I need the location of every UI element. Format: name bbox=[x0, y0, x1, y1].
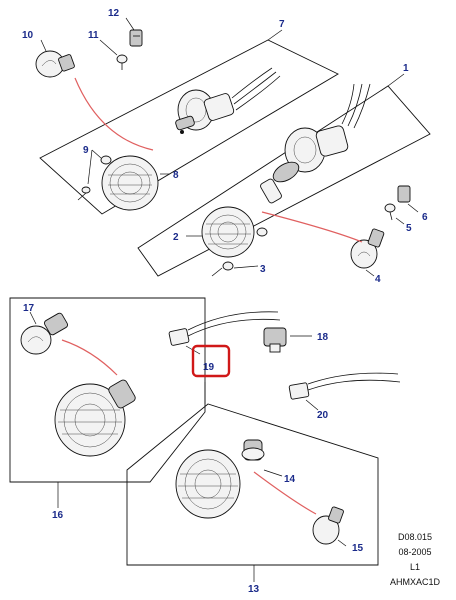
callout-19[interactable]: 19 bbox=[203, 362, 215, 373]
callout-14[interactable]: 14 bbox=[284, 474, 296, 485]
assembly-panel-7 bbox=[39, 39, 339, 215]
lamp-holder-7 bbox=[175, 67, 281, 134]
screw-9 bbox=[77, 155, 112, 201]
side-lamp-13 bbox=[175, 449, 241, 519]
clip-12 bbox=[129, 29, 143, 47]
bulb-10 bbox=[35, 50, 75, 78]
assembly-panel-16 bbox=[9, 297, 206, 483]
callout-18[interactable]: 18 bbox=[317, 332, 329, 343]
bulb-17 bbox=[20, 312, 69, 355]
screw-5 bbox=[384, 203, 396, 221]
connector-19 bbox=[168, 311, 281, 346]
callout-15[interactable]: 15 bbox=[352, 543, 364, 554]
reference-block: D08.015 08-2005 L1 AHMXAC1D bbox=[390, 532, 441, 587]
bulb-10-path bbox=[74, 77, 154, 151]
callout-5[interactable]: 5 bbox=[406, 223, 412, 234]
callout-20[interactable]: 20 bbox=[317, 410, 329, 421]
drawing-level: L1 bbox=[410, 562, 420, 572]
bulb-15 bbox=[312, 506, 344, 545]
callout-11[interactable]: 11 bbox=[88, 30, 99, 41]
callout-6[interactable]: 6 bbox=[422, 212, 428, 223]
lens-2 bbox=[201, 206, 255, 258]
side-lamp-16 bbox=[54, 379, 136, 457]
bulb-17-path bbox=[61, 339, 118, 376]
lens-8 bbox=[101, 155, 159, 211]
illustration-id: AHMXAC1D bbox=[390, 577, 441, 587]
callout-3[interactable]: 3 bbox=[260, 264, 266, 275]
screw-11 bbox=[116, 54, 128, 70]
callout-1[interactable]: 1 bbox=[403, 63, 409, 74]
assembly-panel-13 bbox=[126, 403, 379, 566]
drawing-code: D08.015 bbox=[398, 532, 432, 542]
lamp-holder-1 bbox=[260, 83, 371, 204]
callout-8[interactable]: 8 bbox=[173, 170, 179, 181]
connector-18 bbox=[263, 327, 287, 353]
lamp-socket-14 bbox=[241, 439, 265, 461]
screw-3 bbox=[211, 227, 268, 277]
callout-16[interactable]: 16 bbox=[52, 510, 64, 521]
callout-19-highlight bbox=[191, 344, 231, 378]
bulb-15-path bbox=[253, 471, 317, 515]
clip-6 bbox=[397, 185, 411, 203]
drawing-date: 08-2005 bbox=[398, 547, 431, 557]
callout-13[interactable]: 13 bbox=[248, 584, 260, 595]
bulb-4 bbox=[350, 228, 385, 269]
callout-10[interactable]: 10 bbox=[22, 30, 34, 41]
callout-4[interactable]: 4 bbox=[375, 274, 381, 285]
callout-2[interactable]: 2 bbox=[173, 232, 179, 243]
callout-7[interactable]: 7 bbox=[279, 19, 285, 30]
callout-9[interactable]: 9 bbox=[83, 145, 89, 156]
bulb-4-path bbox=[261, 211, 363, 243]
connector-20 bbox=[288, 372, 401, 400]
callout-17[interactable]: 17 bbox=[23, 303, 35, 314]
callout-12[interactable]: 12 bbox=[108, 8, 120, 19]
